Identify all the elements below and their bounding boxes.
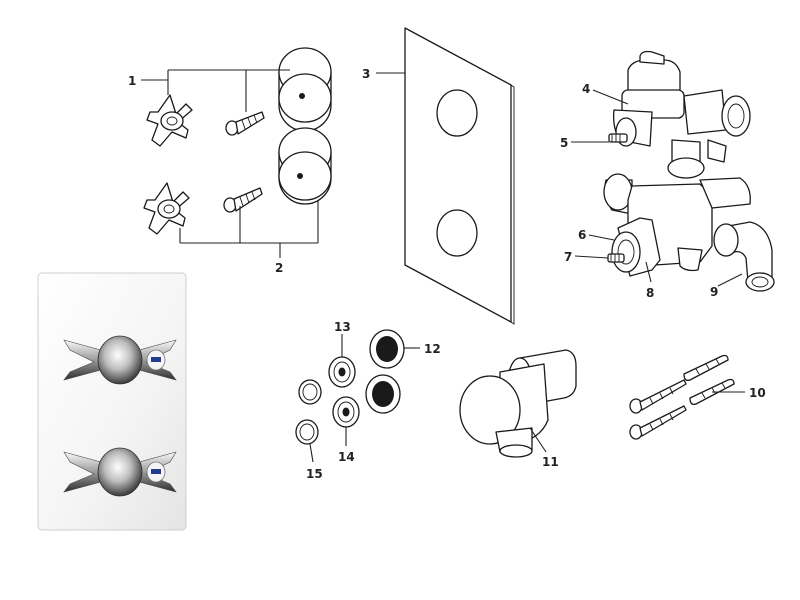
assembled-handle-upper-icon — [63, 335, 177, 385]
sealing-ring-15-bottom-icon — [295, 419, 319, 445]
callout-3: 3 — [362, 67, 370, 81]
filter-12-top-icon — [369, 329, 405, 369]
filter-12-bottom-icon — [365, 374, 401, 414]
assembled-shower-valve-image — [37, 272, 187, 531]
handle-cap-bottom-icon — [278, 127, 332, 205]
callout-9: 9 — [710, 285, 718, 299]
callout-8: 8 — [646, 286, 654, 300]
callout-1: 1 — [128, 74, 136, 88]
callout-2: 2 — [275, 261, 283, 275]
leader-lines-valve — [571, 89, 743, 287]
wall-plug-top-icon — [683, 354, 729, 382]
handle-assembly — [143, 47, 332, 235]
callout-6: 6 — [578, 228, 586, 242]
callout-12: 12 — [424, 342, 441, 356]
handle-cap-top-icon — [278, 47, 332, 132]
callout-10: 10 — [749, 386, 766, 400]
mesh-washer-13-icon — [328, 356, 356, 388]
fixing-screw-top-icon — [629, 379, 687, 414]
callout-4: 4 — [582, 82, 590, 96]
thermostatic-valve-body — [603, 50, 775, 292]
handle-screw-bottom-icon — [223, 187, 263, 213]
callout-5: 5 — [560, 136, 568, 150]
fixing-screw-bottom-icon — [629, 405, 687, 440]
callout-15: 15 — [306, 467, 323, 481]
washers-and-filters — [295, 329, 405, 445]
callout-11: 11 — [542, 455, 559, 469]
fixing-screws-and-plugs — [629, 354, 745, 440]
leader-lines-1 — [141, 69, 290, 112]
callout-14: 14 — [338, 450, 355, 464]
crosshead-handle-bottom-icon — [143, 182, 190, 235]
handle-screw-top-icon — [225, 111, 265, 136]
sealing-ring-15-top-icon — [298, 379, 322, 405]
mesh-washer-14-icon — [332, 396, 360, 428]
leader-lines-washers — [309, 334, 420, 463]
concealed-faceplate — [376, 27, 515, 325]
assembled-handle-lower-icon — [63, 447, 177, 497]
callout-7: 7 — [564, 250, 572, 264]
callout-labels: 1 2 3 4 5 6 7 8 9 10 11 12 13 14 15 — [128, 67, 766, 481]
leader-lines-2 — [179, 200, 319, 258]
crosshead-handle-top-icon — [146, 94, 193, 147]
wall-outlet-elbow — [459, 349, 577, 458]
callout-13: 13 — [334, 320, 351, 334]
